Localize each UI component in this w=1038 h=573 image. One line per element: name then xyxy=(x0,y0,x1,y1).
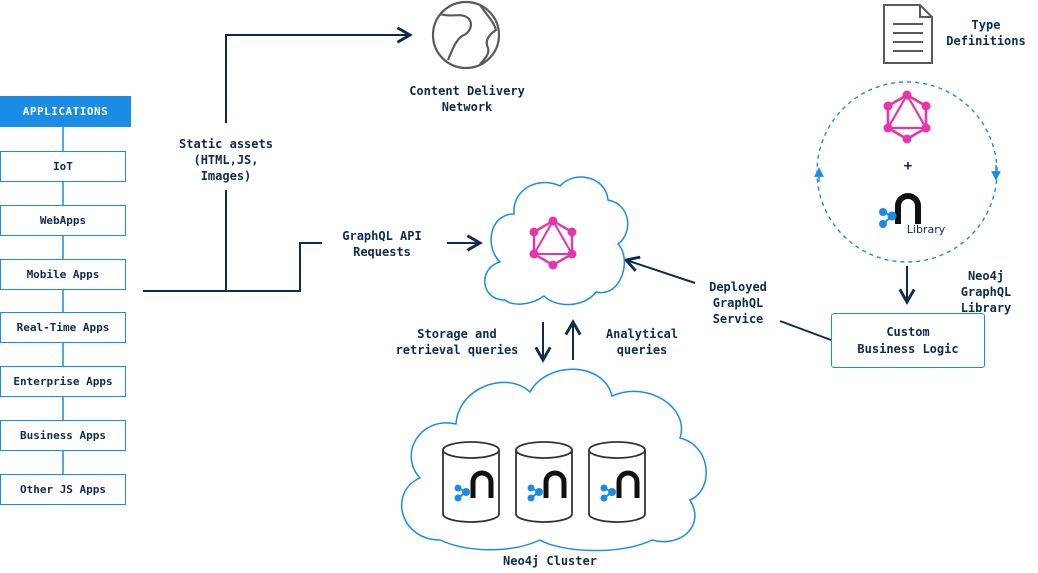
neo4j-logo-icon xyxy=(879,193,921,228)
app-item-iot: IoT xyxy=(0,151,126,182)
neo4j-db-logo-icon xyxy=(454,470,640,502)
app-item-webapps: WebApps xyxy=(0,205,126,236)
static-assets-label: Static assets(HTML,JS,Images) xyxy=(179,137,273,183)
app-item-mobile: Mobile Apps xyxy=(0,259,126,290)
neo4j-cluster-label: Neo4j Cluster xyxy=(503,554,597,568)
app-item-business: Business Apps xyxy=(0,420,126,451)
library-caption: Library xyxy=(906,223,946,236)
document-icon xyxy=(883,4,933,64)
routing-lines xyxy=(143,26,916,363)
app-item-otherjs: Other JS Apps xyxy=(0,474,126,505)
applications-header: APPLICATIONS xyxy=(0,96,131,127)
graphql-service-cloud xyxy=(484,176,629,306)
plus-sign: + xyxy=(903,158,913,174)
graphql-service-icon xyxy=(529,216,577,270)
app-item-realtime: Real-Time Apps xyxy=(0,312,126,343)
globe-icon xyxy=(431,0,501,70)
graphql-logo-icon xyxy=(883,90,931,144)
app-item-enterprise: Enterprise Apps xyxy=(0,366,126,397)
